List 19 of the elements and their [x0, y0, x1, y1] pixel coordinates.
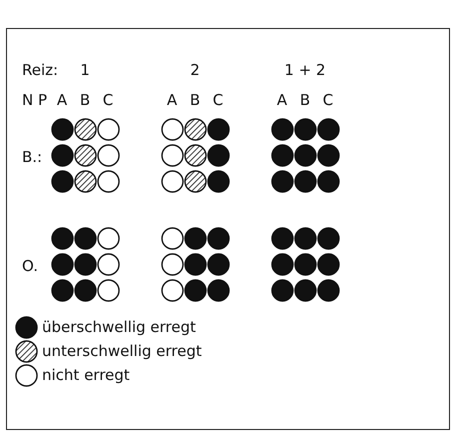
legend-label: überschwellig erregt: [42, 318, 196, 336]
row-label: N P: [22, 91, 48, 109]
column-label: A: [56, 91, 68, 109]
column-label: B: [300, 91, 310, 109]
column-label: C: [322, 91, 334, 109]
row-label: O.: [22, 257, 38, 275]
column-label: C: [212, 91, 224, 109]
column-label: C: [102, 91, 114, 109]
column-label: A: [276, 91, 288, 109]
column-label: 1: [80, 61, 90, 79]
legend-label: nicht erregt: [42, 366, 130, 384]
column-label: 2: [190, 61, 200, 79]
legend-label: unterschwellig erregt: [42, 342, 202, 360]
column-label: A: [166, 91, 178, 109]
column-label: B: [80, 91, 90, 109]
row-label: Reiz:: [22, 61, 58, 79]
row-label: B.:: [22, 148, 42, 166]
column-label: B: [190, 91, 200, 109]
column-label: 1 + 2: [284, 61, 326, 79]
